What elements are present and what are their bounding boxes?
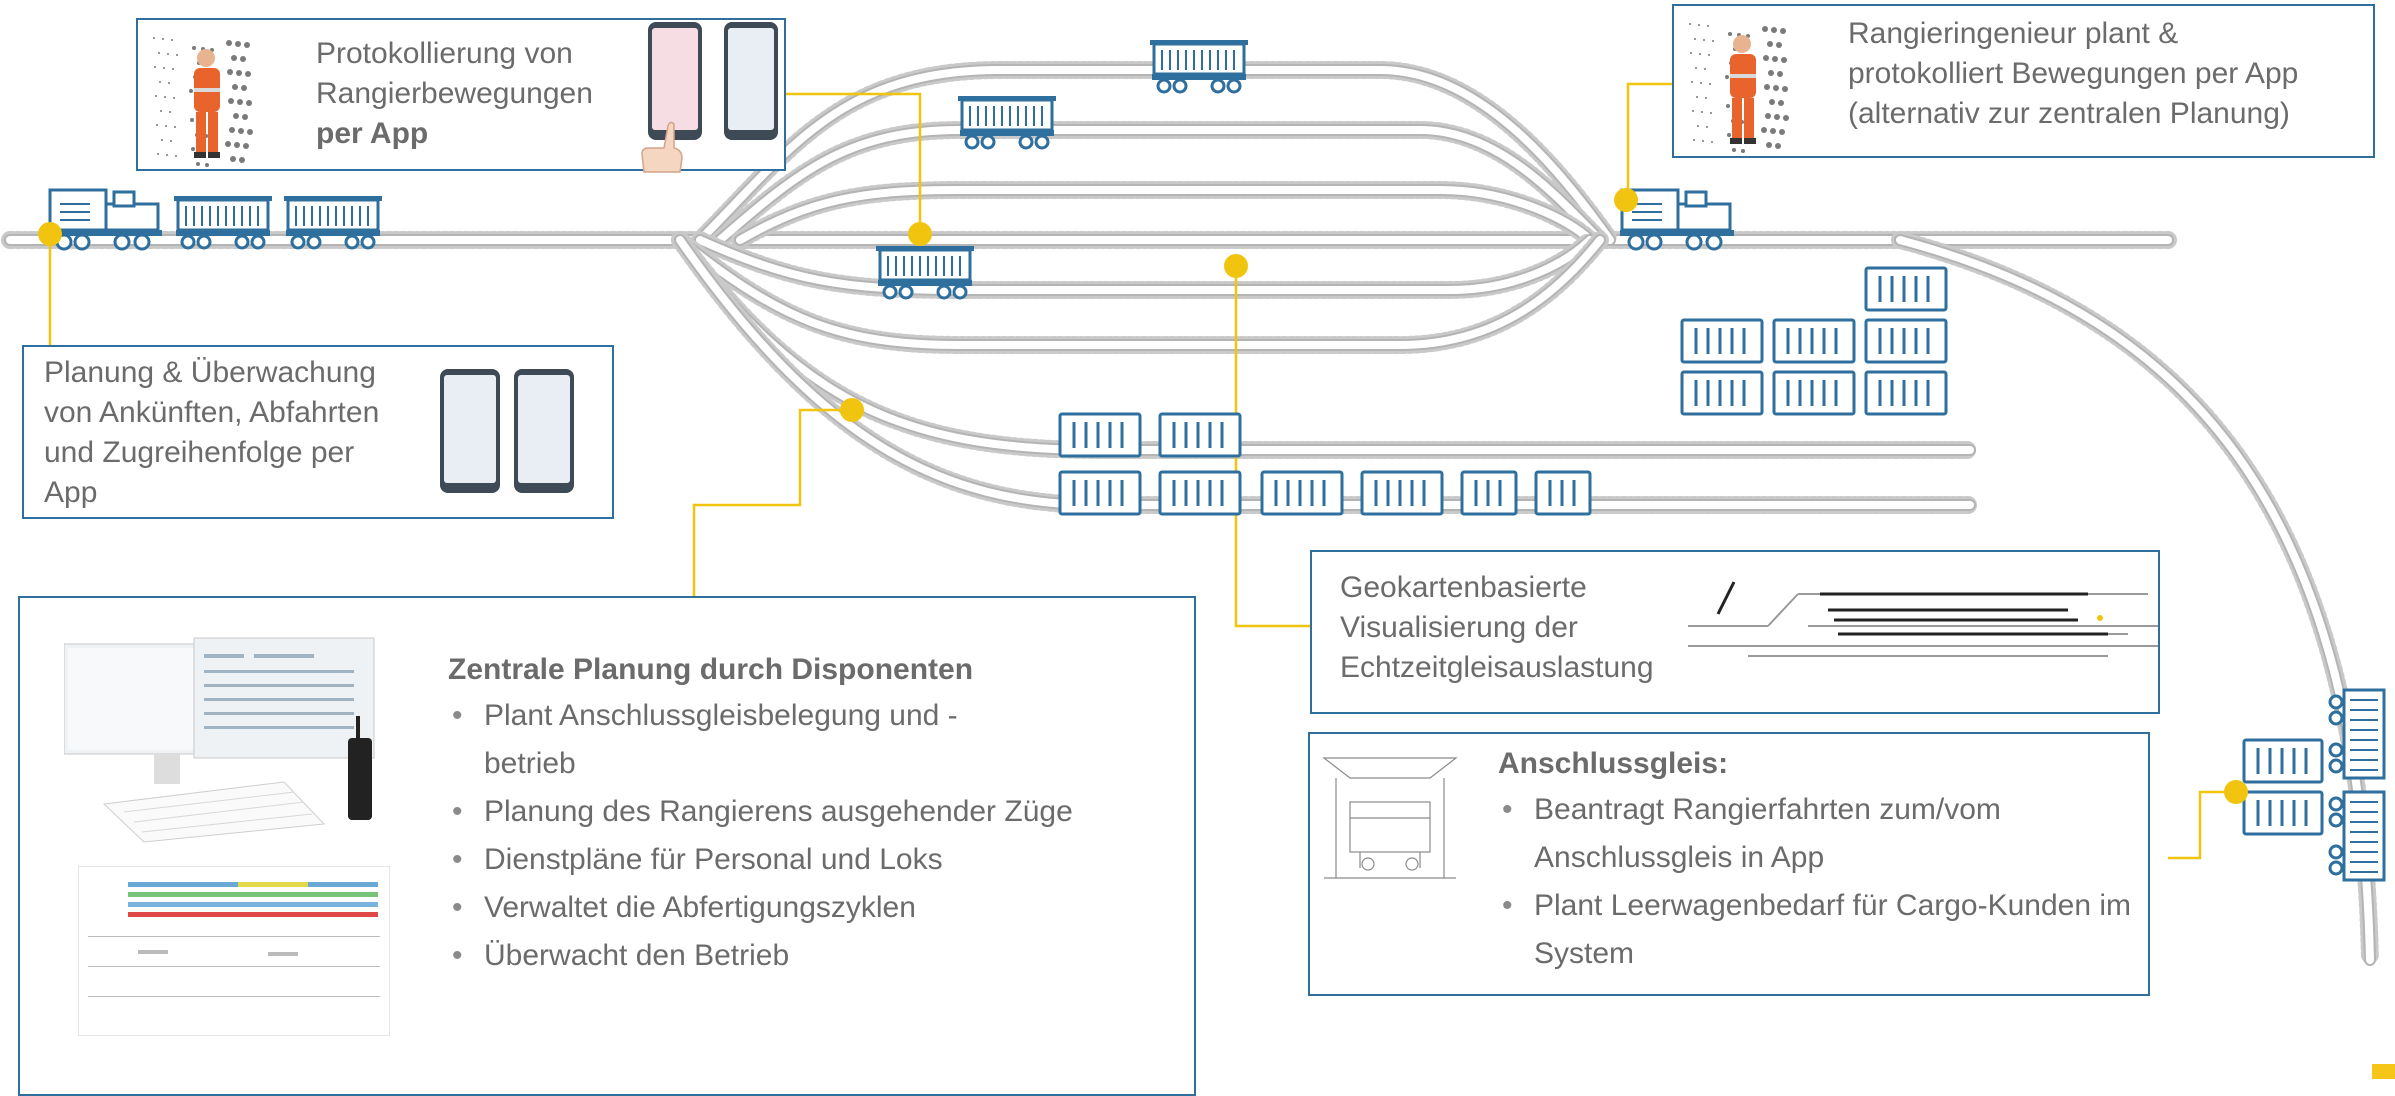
pointing-hand-icon bbox=[641, 121, 683, 173]
anschluss-list: Beantragt Rangierfahrten zum/vom Anschlu… bbox=[1498, 786, 2138, 978]
zentral-title: Zentrale Planung durch Disponenten bbox=[448, 653, 974, 686]
freight-wagon-icon bbox=[876, 246, 974, 300]
list-item: Dienstpläne für Personal und Loks bbox=[448, 836, 1073, 884]
container-icon bbox=[2242, 738, 2324, 784]
container-icon bbox=[1058, 470, 1142, 516]
rail-track bbox=[1891, 231, 2379, 969]
smartphone-icon bbox=[724, 22, 778, 140]
container-icon bbox=[1360, 470, 1444, 516]
rail-track bbox=[731, 181, 1599, 249]
connector-line bbox=[692, 408, 852, 596]
freight-wagon-icon bbox=[1150, 40, 1248, 94]
container-icon bbox=[1158, 470, 1242, 516]
computer-workstation-icon bbox=[64, 637, 375, 843]
connector-dots bbox=[38, 188, 2248, 804]
container-icon bbox=[1864, 318, 1948, 364]
callout-zentrale-planung: Zentrale Planung durch Disponenten Plant… bbox=[18, 596, 1196, 1096]
connector-line bbox=[2168, 790, 2236, 860]
container-icon bbox=[1864, 266, 1948, 312]
connector-line bbox=[1626, 82, 1672, 202]
geo-line-1: Geokartenbasierte bbox=[1340, 571, 1587, 604]
list-item: Beantragt Rangierfahrten zum/vom Anschlu… bbox=[1498, 786, 2138, 882]
connector-line bbox=[786, 92, 922, 234]
ingenieur-line-2: protokolliert Bewegungen per App bbox=[1848, 57, 2299, 90]
list-item: Plant Leerwagenbedarf für Cargo-Kunden i… bbox=[1498, 882, 2138, 978]
connector-dot bbox=[908, 222, 932, 246]
connector-dot bbox=[840, 398, 864, 422]
protokoll-line-2: Rangierbewegungen bbox=[316, 77, 593, 110]
container-icon bbox=[2242, 790, 2324, 836]
list-item: Planung des Rangierens ausgehender Züge bbox=[448, 788, 1073, 836]
list-item: Überwacht den Betrieb bbox=[448, 932, 1073, 980]
container-icon bbox=[1534, 470, 1592, 516]
planung-line-1: Planung & Überwachung bbox=[44, 356, 376, 389]
locomotive-icon bbox=[48, 188, 162, 251]
container-icon bbox=[1864, 370, 1948, 416]
rail-track bbox=[671, 231, 1979, 514]
protokoll-line-1: Protokollierung von bbox=[316, 37, 573, 70]
siding-shed-icon bbox=[1322, 757, 1458, 879]
scheduling-screen-icon bbox=[78, 866, 390, 1036]
smartphone-icon bbox=[440, 369, 500, 493]
railway-worker-icon bbox=[1680, 14, 1810, 164]
container-icon bbox=[1058, 412, 1142, 458]
connector-line bbox=[1234, 266, 1310, 628]
planung-line-3: und Zugreihenfolge per bbox=[44, 436, 355, 469]
container-icon bbox=[1158, 412, 1242, 458]
geo-line-3: Echtzeitgleisauslastung bbox=[1340, 651, 1654, 684]
container-icon bbox=[1460, 470, 1518, 516]
protokoll-line-3: per App bbox=[316, 117, 429, 150]
callout-planung-ueberwachung: Planung & Überwachung von Ankünften, Abf… bbox=[22, 345, 614, 519]
list-item: Plant Anschlussgleisbelegung und -betrie… bbox=[448, 692, 1004, 788]
rail-track bbox=[671, 231, 1609, 354]
vehicles bbox=[48, 40, 2386, 882]
geo-line-2: Visualisierung der bbox=[1340, 611, 1578, 644]
track-map-icon bbox=[1688, 581, 2158, 657]
container-icon bbox=[1680, 370, 1764, 416]
callout-protokollierung: Protokollierung von Rangierbewegungen pe… bbox=[136, 18, 786, 173]
smartphone-icon bbox=[514, 369, 574, 493]
freight-wagon-icon bbox=[958, 96, 1056, 150]
connector-dot bbox=[1614, 188, 1638, 212]
container-icon bbox=[1772, 318, 1856, 364]
connector-lines bbox=[48, 82, 2236, 860]
smartphone-icon bbox=[648, 22, 702, 140]
callout-anschlussgleis: Anschlussgleis: Beantragt Rangierfahrten… bbox=[1308, 732, 2150, 996]
planung-line-2: von Ankünften, Abfahrten bbox=[44, 396, 380, 429]
anschluss-title: Anschlussgleis: bbox=[1498, 747, 1729, 780]
radio-icon bbox=[348, 738, 372, 820]
freight-wagon-icon bbox=[174, 196, 272, 250]
connector-dot bbox=[2224, 780, 2248, 804]
zentral-list: Plant Anschlussgleisbelegung und -betrie… bbox=[448, 692, 1073, 980]
ingenieur-line-1: Rangieringenieur plant & bbox=[1848, 17, 2179, 50]
callout-geokarten: Geokartenbasierte Visualisierung der Ech… bbox=[1310, 550, 2160, 714]
freight-wagon-icon bbox=[284, 196, 382, 250]
callout-rangieringenieur: Rangieringenieur plant & protokolliert B… bbox=[1672, 4, 2375, 158]
ingenieur-line-3: (alternativ zur zentralen Planung) bbox=[1848, 97, 2290, 130]
corner-marker bbox=[2372, 1064, 2395, 1079]
freight-wagon-icon bbox=[2328, 688, 2386, 882]
container-icon bbox=[1260, 470, 1344, 516]
planung-line-4: App bbox=[44, 476, 98, 509]
connector-dot bbox=[38, 222, 62, 246]
list-item: Verwaltet die Abfertigungszyklen bbox=[448, 884, 1073, 932]
container-icon bbox=[1772, 370, 1856, 416]
railway-worker-icon bbox=[144, 28, 274, 178]
connector-dot bbox=[1224, 254, 1248, 278]
container-icon bbox=[1680, 318, 1764, 364]
